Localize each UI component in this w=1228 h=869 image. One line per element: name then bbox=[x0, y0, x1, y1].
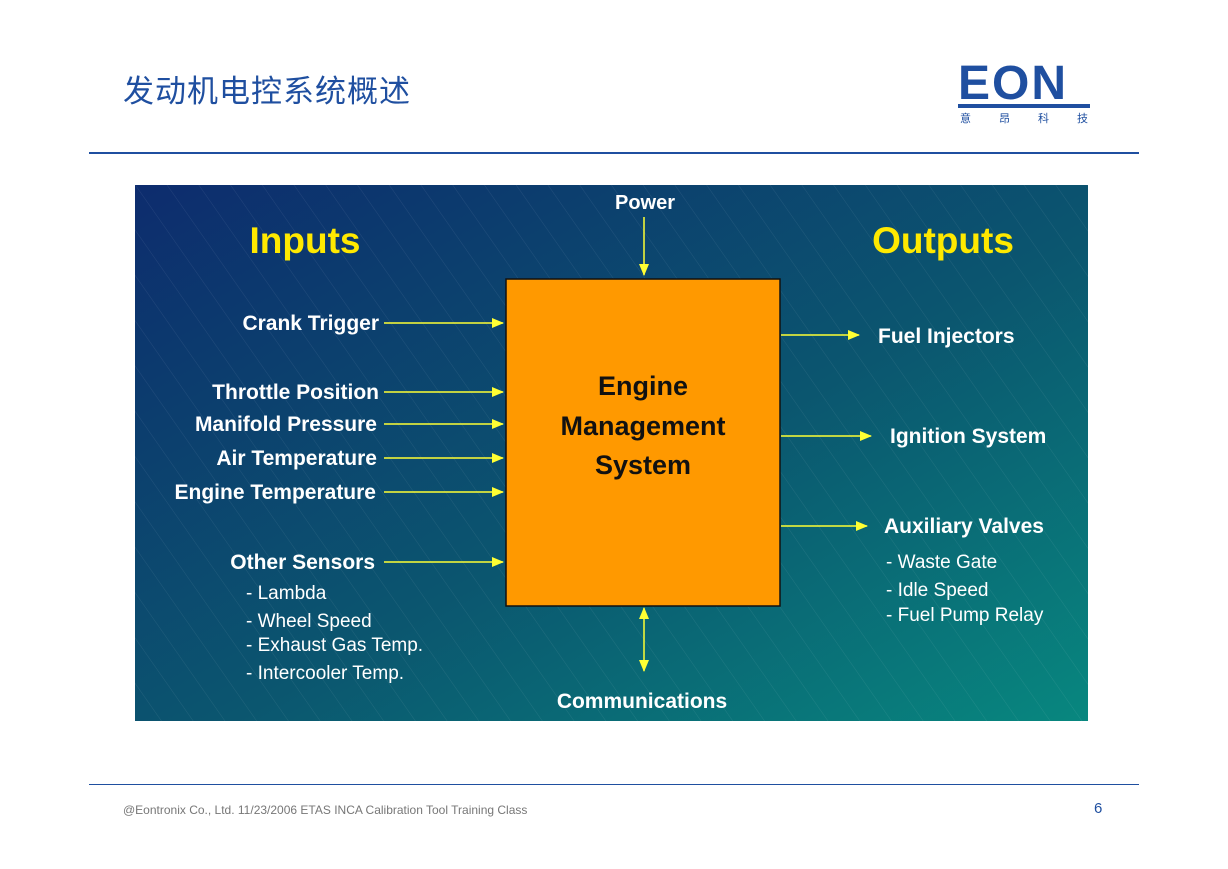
communications-label: Communications bbox=[557, 690, 727, 713]
output-label-fuel-injectors: Fuel Injectors bbox=[878, 325, 1015, 348]
logo-sub-char: 意 bbox=[960, 112, 971, 125]
logo-sub-char: 昂 bbox=[999, 112, 1010, 125]
ems-label-line1: Engine bbox=[598, 371, 688, 401]
other-sensor-item: - Exhaust Gas Temp. bbox=[246, 635, 423, 656]
logo-sub-char: 科 bbox=[1038, 112, 1049, 125]
ems-label-line3: System bbox=[595, 450, 691, 480]
diagram-svg: Engine Management System Power Communica… bbox=[135, 185, 1088, 721]
input-label-crank-trigger: Crank Trigger bbox=[242, 312, 379, 335]
ems-box bbox=[505, 278, 781, 607]
aux-valve-item: - Waste Gate bbox=[886, 552, 997, 573]
page-number: 6 bbox=[1094, 800, 1103, 817]
outputs-heading: Outputs bbox=[872, 220, 1014, 261]
aux-valve-item: - Fuel Pump Relay bbox=[886, 605, 1044, 626]
inputs-heading: Inputs bbox=[250, 220, 361, 261]
output-label-auxiliary-valves: Auxiliary Valves bbox=[884, 515, 1044, 538]
aux-valve-item: - Idle Speed bbox=[886, 580, 988, 601]
ems-label-line2: Management bbox=[560, 411, 725, 441]
other-sensor-item: - Intercooler Temp. bbox=[246, 663, 404, 684]
other-sensor-item: - Wheel Speed bbox=[246, 611, 372, 632]
output-label-ignition-system: Ignition System bbox=[890, 425, 1046, 448]
logo-underline bbox=[958, 104, 1090, 108]
input-label-engine-temperature: Engine Temperature bbox=[175, 481, 377, 504]
input-label-air-temperature: Air Temperature bbox=[216, 447, 377, 470]
logo-subtitle: 意 昂 科 技 bbox=[958, 110, 1090, 126]
power-label: Power bbox=[615, 192, 675, 214]
logo-sub-char: 技 bbox=[1077, 112, 1088, 125]
page-title: 发动机电控系统概述 bbox=[123, 74, 411, 110]
input-label-throttle-position: Throttle Position bbox=[212, 381, 379, 404]
footer-divider bbox=[89, 784, 1139, 785]
engine-management-diagram: Engine Management System Power Communica… bbox=[135, 185, 1088, 721]
eon-logo: EON 意 昂 科 技 bbox=[958, 60, 1090, 128]
other-sensor-item: - Lambda bbox=[246, 583, 327, 604]
logo-text: EON bbox=[958, 57, 1069, 110]
input-label-manifold-pressure: Manifold Pressure bbox=[195, 413, 377, 436]
footer-text: @Eontronix Co., Ltd. 11/23/2006 ETAS INC… bbox=[123, 803, 528, 817]
header-divider bbox=[89, 152, 1139, 154]
input-label-other-sensors: Other Sensors bbox=[230, 551, 375, 574]
